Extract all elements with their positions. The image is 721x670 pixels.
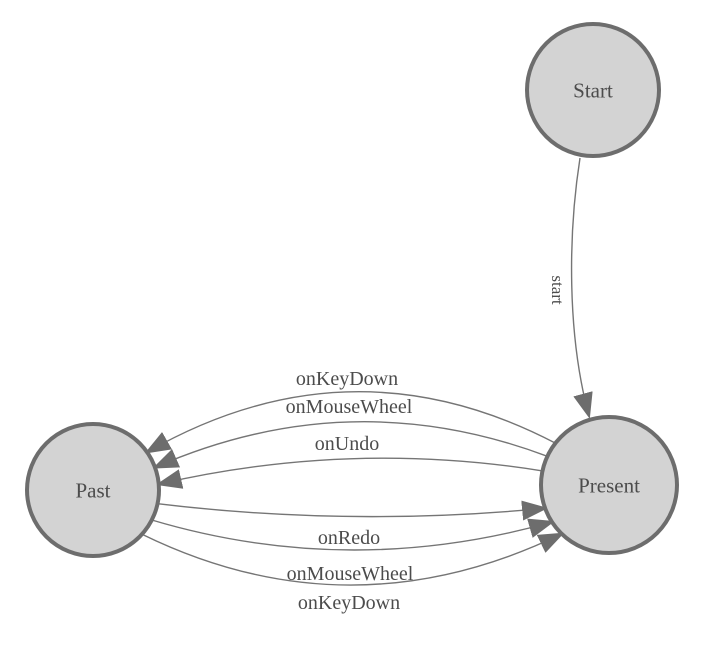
edge-present-to-past-onundo [155,457,543,489]
edge-label-onkeydown-bottom: onKeyDown [298,592,400,614]
node-present-label: Present [578,473,640,497]
node-present[interactable]: Present [539,415,679,555]
edge-past-to-present-onredo [157,500,549,521]
node-start[interactable]: Start [525,22,661,158]
edge-present-to-past-onmousewheel [152,421,548,469]
edge-label-onmousewheel-bottom: onMouseWheel [287,563,414,585]
edge-label-onredo: onRedo [318,527,380,549]
edge-start-to-present [570,157,593,419]
edge-label-start: start [548,275,567,305]
node-past-label: Past [75,478,110,502]
node-start-circle[interactable] [525,22,661,158]
node-present-circle[interactable] [539,415,679,555]
node-start-label: Start [573,78,613,102]
edge-past-to-present-onkeydown [141,532,565,586]
edge-present-to-past-onkeydown [144,391,556,454]
edge-label-onkeydown-top: onKeyDown [296,368,398,390]
edge-past-to-present-onmousewheel [151,518,555,551]
node-past[interactable]: Past [25,422,161,558]
edge-label-onundo: onUndo [315,433,379,455]
node-past-circle[interactable] [25,422,161,558]
edge-label-onmousewheel-top: onMouseWheel [286,396,413,418]
